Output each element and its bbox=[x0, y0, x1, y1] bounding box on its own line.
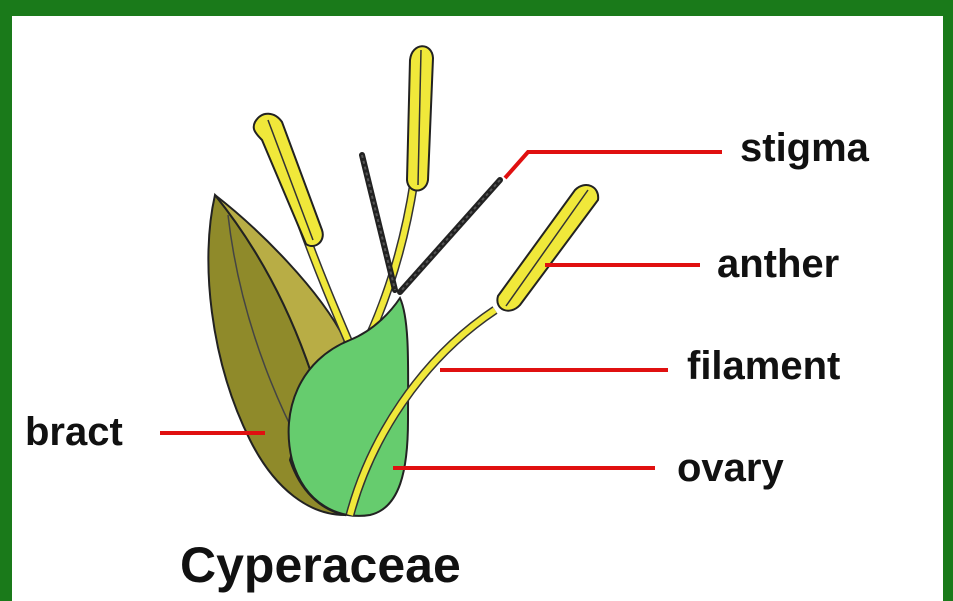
stigma-label: stigma bbox=[740, 128, 869, 168]
filament-label: filament bbox=[687, 346, 840, 386]
diagram-title: Cyperaceae bbox=[180, 540, 461, 590]
bract-label: bract bbox=[25, 412, 123, 452]
anther-label: anther bbox=[717, 244, 839, 284]
ovary-label: ovary bbox=[677, 448, 784, 488]
stigma-leader-line bbox=[505, 152, 722, 178]
stigma-branches bbox=[362, 155, 500, 292]
